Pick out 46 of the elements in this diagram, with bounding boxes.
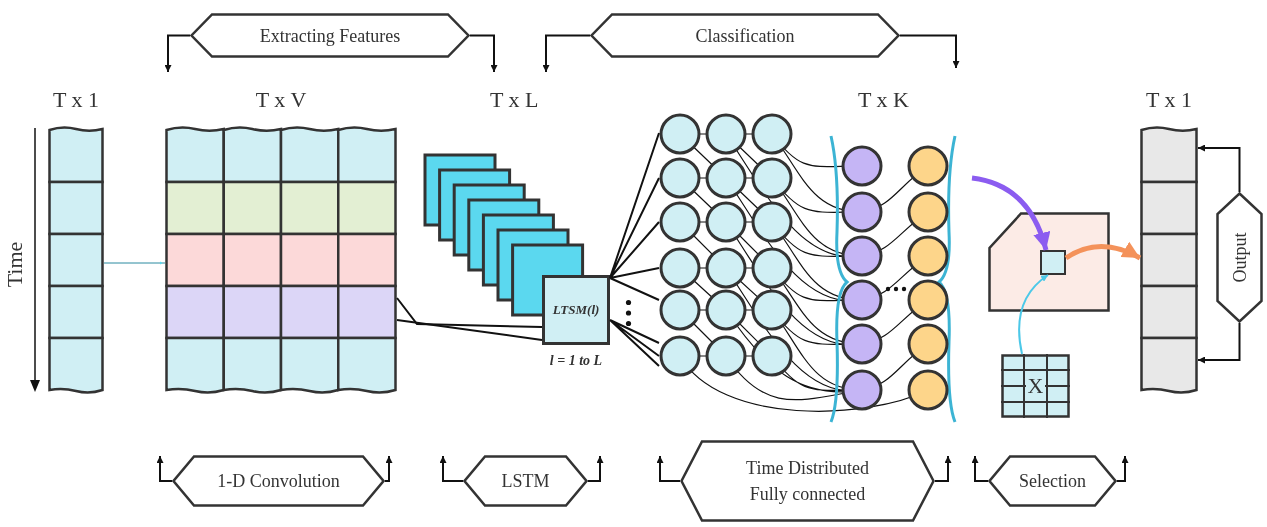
- stage-label: Output: [1228, 232, 1251, 283]
- range-label: l = 1 to L: [549, 352, 603, 370]
- hexagon-banner: [680, 440, 935, 522]
- arrow: [1018, 274, 1049, 355]
- size-label: T x 1: [52, 86, 99, 114]
- connector-line: [396, 319, 543, 341]
- bracket-arrow: [1197, 144, 1241, 193]
- hexagon-banner: [988, 455, 1117, 507]
- size-label: T x K: [858, 86, 909, 114]
- hexagon-banner: [190, 13, 470, 58]
- hexagon-banner: [172, 455, 385, 507]
- axis-label: Time: [1, 241, 29, 288]
- bracket-arrow: [1197, 322, 1241, 364]
- arrow: [971, 175, 1050, 251]
- hexagon-banner: [1216, 192, 1263, 323]
- bracket-arrow: [587, 455, 604, 482]
- bracket-arrow: [469, 34, 498, 73]
- size-label: T x V: [255, 86, 307, 114]
- bracket-arrow: [542, 34, 591, 73]
- size-label: T x L: [490, 86, 539, 114]
- input-grid: [1001, 354, 1070, 418]
- connector-line: [609, 132, 660, 367]
- stage-label: Classification: [695, 24, 795, 48]
- selection-panel: [988, 212, 1110, 312]
- bracket-arrow: [384, 455, 393, 482]
- stage-label: LSTM: [501, 470, 550, 493]
- arrow: [1064, 242, 1142, 261]
- stage-label: Extracting Features: [259, 24, 401, 48]
- stage-label: Time Distributed Fully connected: [745, 457, 870, 506]
- bracket-arrow: [971, 455, 989, 482]
- size-label: T x 1: [1145, 86, 1192, 114]
- stage-label: Selection: [1019, 470, 1086, 493]
- hexagon-banner: [463, 455, 588, 507]
- arrow: [103, 259, 166, 267]
- hexagon-banner: [590, 13, 900, 58]
- layer-label: LTSM(l): [552, 301, 600, 320]
- bracket-arrow: [899, 34, 960, 69]
- connector-line: [396, 297, 543, 328]
- bracket-arrow: [934, 455, 952, 482]
- bracket-arrow: [156, 455, 173, 482]
- bracket-arrow: [439, 455, 464, 482]
- bracket-arrow: [656, 455, 681, 482]
- selected-cell: [1040, 250, 1066, 275]
- bracket-arrow: [1116, 455, 1129, 482]
- bracket-arrow: [164, 34, 191, 73]
- stage-label: 1-D Convolution: [217, 470, 340, 493]
